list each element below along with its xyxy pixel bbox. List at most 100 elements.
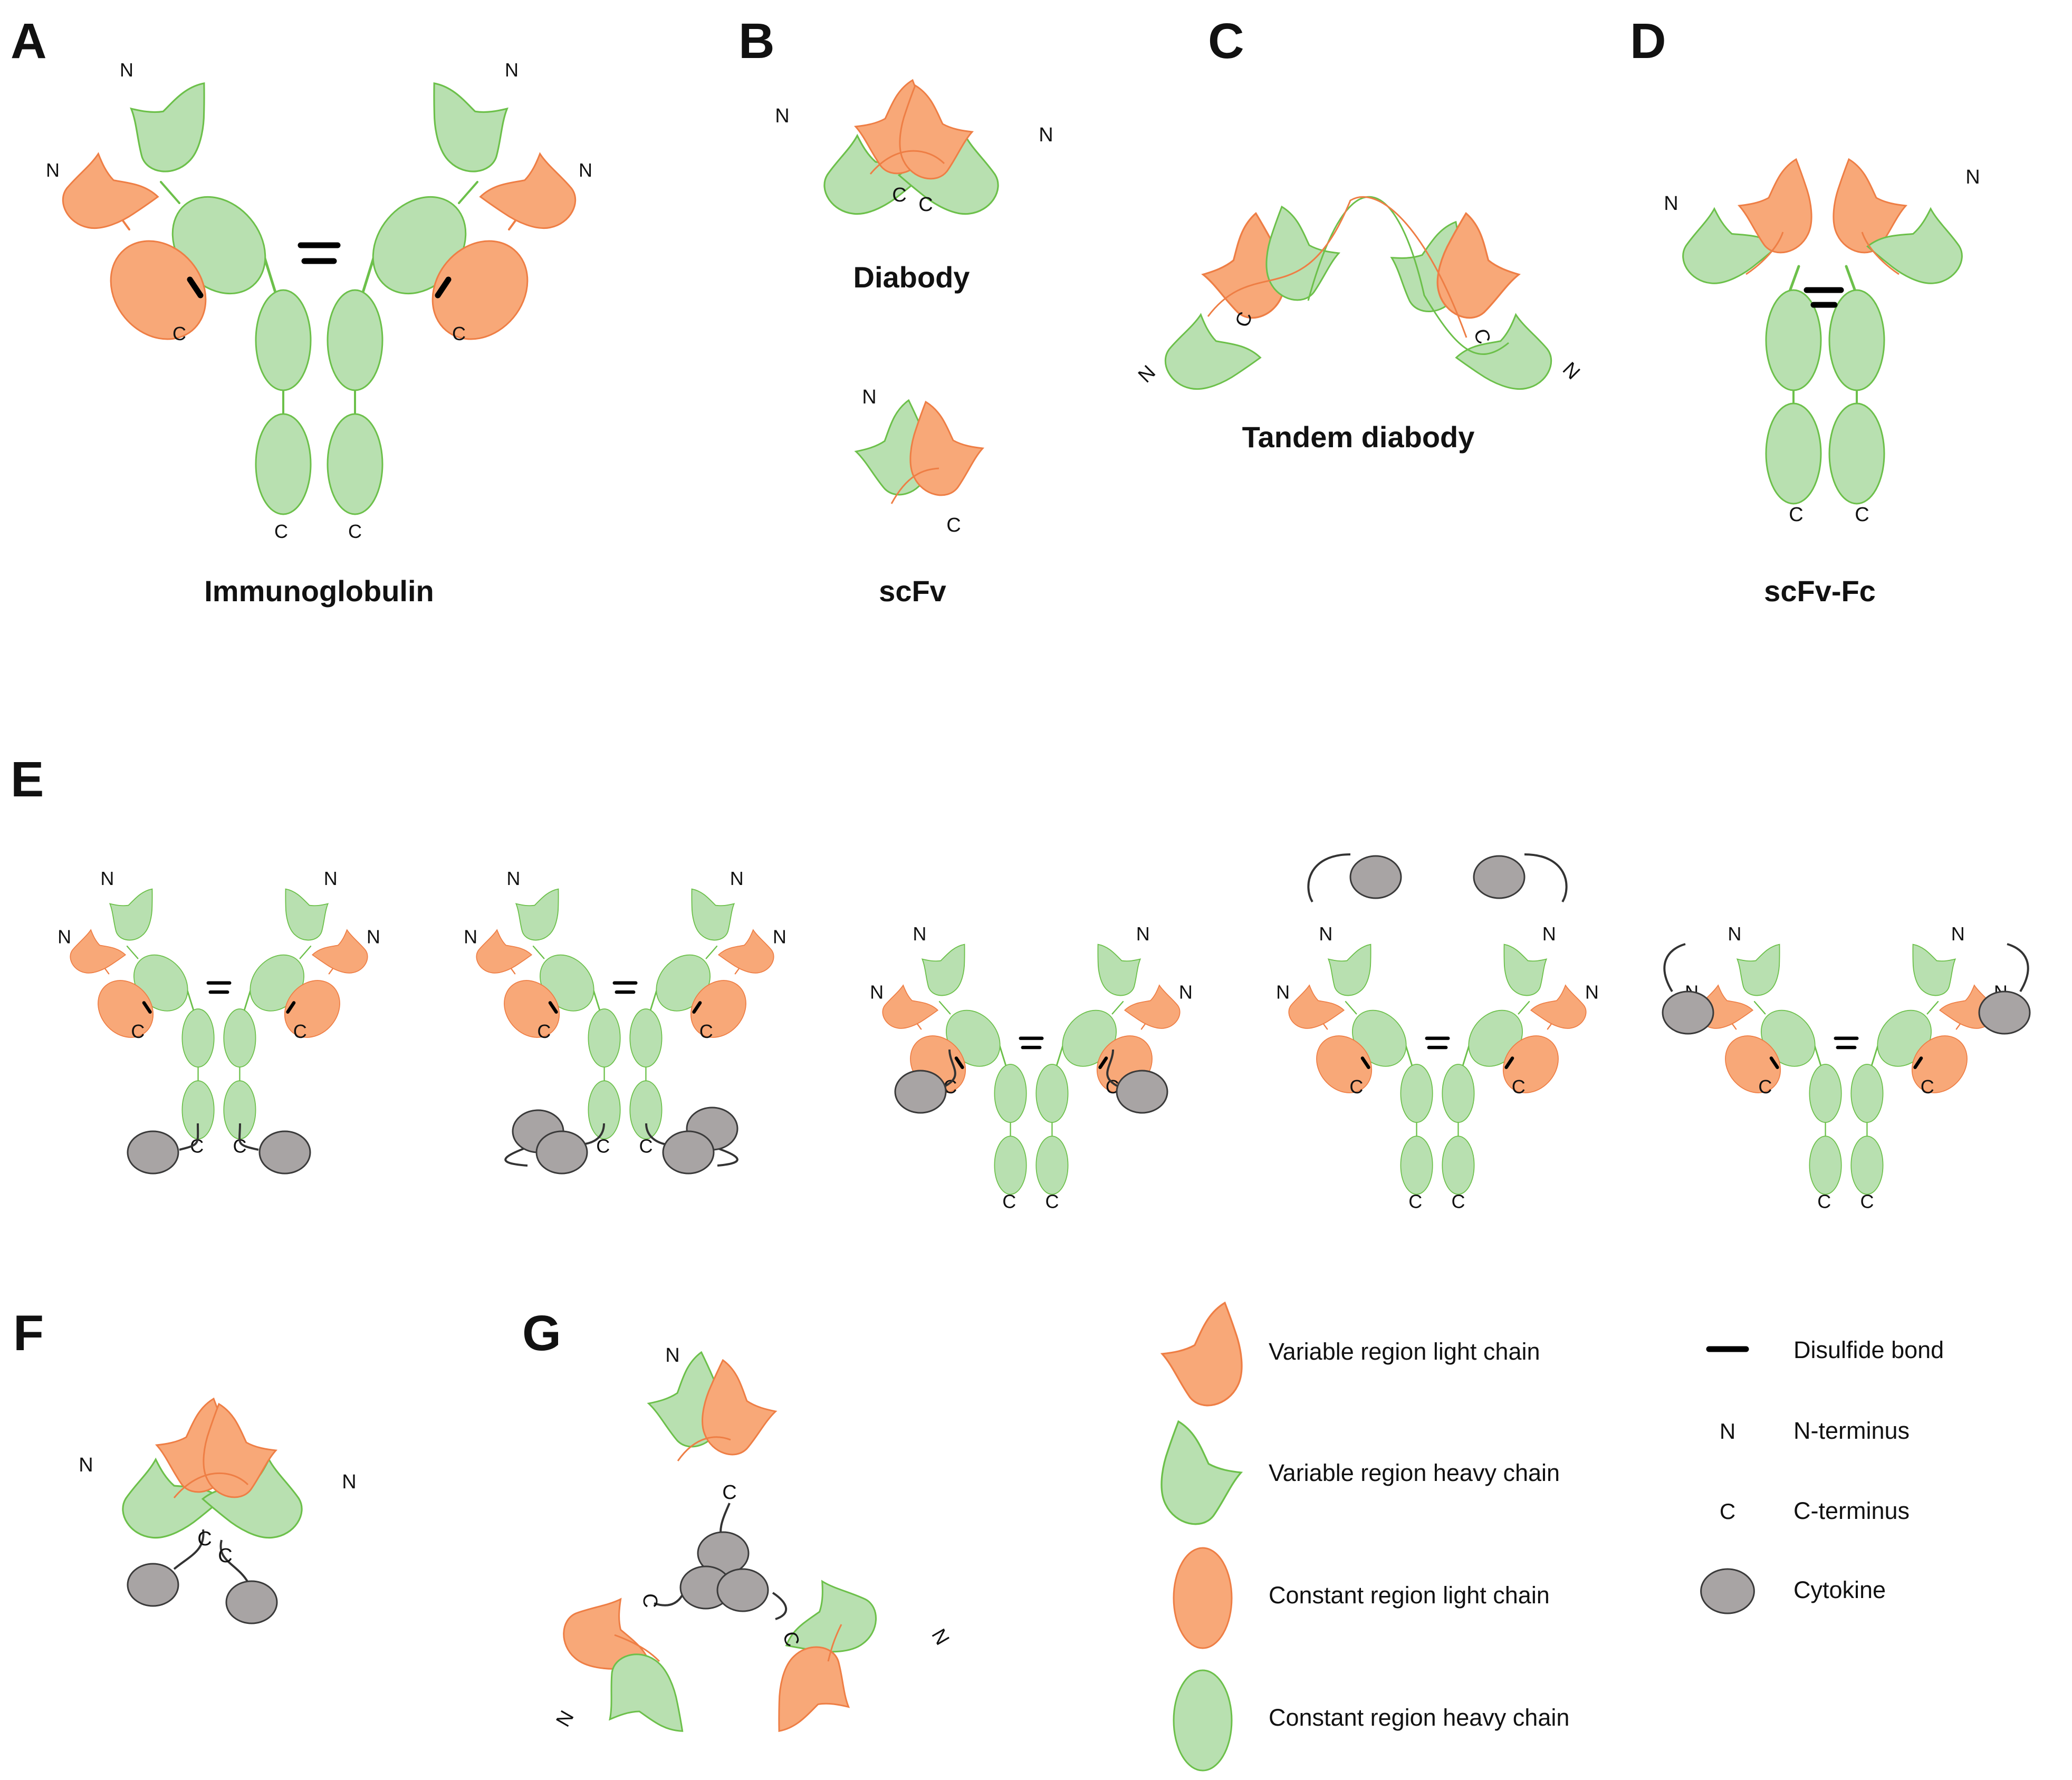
disulfide-bond xyxy=(1360,1056,1370,1069)
disulfide-bond xyxy=(692,1001,702,1014)
cytokine-linker xyxy=(173,1529,205,1570)
scfv-linker xyxy=(1861,232,1900,275)
variable-heavy-domain xyxy=(1912,944,1956,996)
c-terminus-label: C xyxy=(1512,1076,1526,1098)
constant-heavy-domain xyxy=(1765,402,1822,505)
variable-heavy-domain xyxy=(609,1653,684,1732)
constant-heavy-domain xyxy=(1400,1136,1433,1195)
cytokine xyxy=(535,1130,588,1175)
c-terminus-label: C xyxy=(639,1593,661,1608)
constant-heavy-domain xyxy=(588,1008,621,1068)
legend-label-cl: Constant region light chain xyxy=(1269,1582,1550,1609)
constant-light-domain xyxy=(1316,1035,1373,1093)
n-terminus-label: N xyxy=(773,926,786,947)
cytokine-linker xyxy=(1663,943,1686,993)
scfv-linker xyxy=(869,150,945,175)
tandem-linker xyxy=(1307,196,1509,355)
cytokine xyxy=(1116,1070,1168,1114)
c-terminus-label: C xyxy=(1045,1191,1059,1213)
panel-label-b: B xyxy=(738,13,775,69)
panel-label-c: C xyxy=(1208,13,1244,69)
vh-ch1-link xyxy=(299,945,312,959)
disulfide-bond xyxy=(1098,1056,1108,1069)
c-terminus-label: C xyxy=(274,521,288,542)
constant-heavy-domain xyxy=(994,1136,1027,1195)
legend-c-symbol: C xyxy=(1720,1499,1735,1524)
variable-heavy-domain xyxy=(1097,944,1141,996)
n-terminus-label: N xyxy=(665,1344,679,1367)
variable-heavy-domain xyxy=(130,82,205,172)
cytokine xyxy=(127,1130,179,1175)
cytokine-linker xyxy=(1106,1049,1119,1088)
disulfide-bond xyxy=(1504,1056,1514,1069)
n-terminus-label: N xyxy=(1965,166,1980,188)
scfv-linker xyxy=(890,467,939,504)
disulfide-bond xyxy=(187,276,204,299)
c-terminus-label: C xyxy=(537,1021,551,1042)
n-terminus-label: N xyxy=(100,868,114,889)
n-terminus-label: N xyxy=(1558,358,1584,384)
legend-ch-swatch xyxy=(1173,1669,1233,1772)
constant-light-domain xyxy=(110,240,207,340)
c-terminus-label: C xyxy=(1451,1191,1465,1213)
constant-heavy-domain xyxy=(1809,1064,1842,1123)
panel-label-a: A xyxy=(11,13,47,69)
disulfide-bond xyxy=(142,1001,152,1014)
cytokine xyxy=(1662,990,1714,1035)
c-terminus-label: C xyxy=(218,1545,232,1567)
constant-heavy-domain xyxy=(1828,289,1885,391)
legend-label-nterm: N-terminus xyxy=(1793,1417,1910,1444)
n-terminus-label: N xyxy=(870,981,884,1003)
cytokine-linker xyxy=(238,1123,259,1151)
variable-light-domain xyxy=(1124,984,1181,1029)
cytokine xyxy=(258,1130,311,1175)
c-terminus-label: C xyxy=(699,1021,713,1042)
n-terminus-label: N xyxy=(324,868,338,889)
constant-heavy-domain xyxy=(255,413,312,515)
variable-heavy-domain xyxy=(1736,944,1780,996)
cytokine xyxy=(662,1130,715,1175)
variable-heavy-domain xyxy=(691,888,735,941)
n-terminus-label: N xyxy=(46,159,60,181)
variable-heavy-domain xyxy=(1164,313,1262,390)
constant-light-domain xyxy=(504,980,560,1038)
tandem-linker xyxy=(1207,196,1467,338)
constant-heavy-domain xyxy=(1442,1064,1475,1123)
disulfide-bond xyxy=(1769,1056,1779,1069)
constant-light-domain xyxy=(1911,1035,1968,1093)
disulfide-bond xyxy=(435,276,452,299)
constant-light-domain xyxy=(431,240,529,340)
cytokine xyxy=(1349,855,1402,899)
cytokine xyxy=(1978,990,2031,1035)
scfv-linker xyxy=(827,1624,842,1662)
variable-light-domain xyxy=(1530,984,1587,1029)
constant-heavy-domain xyxy=(629,1008,663,1068)
c-terminus-label: C xyxy=(1408,1191,1422,1213)
variable-light-domain xyxy=(717,929,774,974)
cytokine-linker xyxy=(219,1540,249,1583)
c-terminus-label: C xyxy=(1349,1076,1363,1098)
c-terminus-label: C xyxy=(1860,1191,1874,1213)
constant-light-domain xyxy=(284,980,340,1038)
variable-heavy-domain xyxy=(285,888,329,941)
constant-heavy-domain xyxy=(994,1064,1027,1123)
c-terminus-label: C xyxy=(1817,1191,1831,1213)
n-terminus-label: N xyxy=(1179,981,1193,1003)
cytokine-linker xyxy=(772,1592,787,1620)
variable-heavy-domain xyxy=(1327,944,1371,996)
vh-ch1-link xyxy=(126,945,139,959)
title-scfv: scFv xyxy=(879,574,946,608)
c-terminus-label: C xyxy=(918,194,933,216)
vh-ch1-link xyxy=(160,181,180,204)
vh-ch1-link xyxy=(1111,1000,1124,1015)
c-terminus-label: C xyxy=(172,323,186,344)
scfv-linker xyxy=(614,1634,660,1662)
variable-light-domain xyxy=(899,84,974,180)
n-terminus-label: N xyxy=(775,105,789,127)
n-terminus-label: N xyxy=(505,59,519,81)
